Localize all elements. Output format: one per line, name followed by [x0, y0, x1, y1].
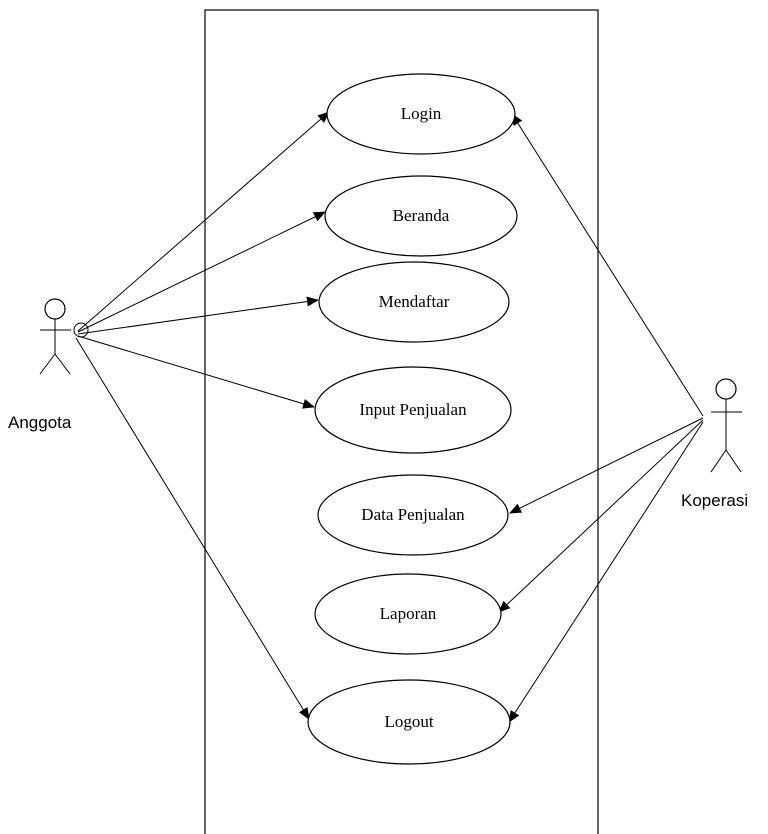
use-case-data-penjualan-label: Data Penjualan	[361, 505, 465, 524]
use-case-mendaftar-label: Mendaftar	[379, 292, 450, 311]
koperasi-login-arrow	[511, 113, 704, 417]
anggota-mendaftar-arrow	[77, 296, 319, 335]
actor-koperasi-right-leg	[725, 449, 742, 473]
use-case-input-penjualan-ellipse	[314, 366, 512, 454]
actor-anggota-right-leg	[54, 353, 71, 375]
use-case-input-penjualan-label: Input Penjualan	[359, 400, 467, 419]
actor-anggota-label: Anggota	[8, 413, 72, 432]
use-case-laporan-ellipse	[314, 573, 502, 655]
use-case-login-label: Login	[401, 104, 442, 123]
system-boundary	[204, 9, 599, 834]
use-case-logout-label: Logout	[384, 712, 433, 731]
use-case-mendaftar-ellipse	[318, 261, 510, 343]
koperasi-data-penjualan-arrow	[509, 417, 704, 514]
actor-koperasi-head	[715, 378, 737, 400]
anggota-input-penjualan-arrow	[77, 335, 315, 409]
actor-koperasi: Koperasi	[681, 378, 748, 510]
use-case-data-penjualan: Data Penjualan	[317, 474, 509, 556]
koperasi-logout-arrow	[508, 421, 704, 723]
use-case-data-penjualan-ellipse	[317, 474, 509, 556]
anggota-login-arrow	[77, 111, 330, 332]
use-case-login-ellipse	[326, 73, 516, 155]
use-case-laporan-label: Laporan	[380, 604, 437, 623]
use-case-login: Login	[326, 73, 516, 155]
use-case-input-penjualan: Input Penjualan	[314, 366, 512, 454]
use-case-logout: Logout	[307, 679, 511, 765]
use-case-beranda: Beranda	[324, 175, 518, 257]
use-case-mendaftar: Mendaftar	[318, 261, 510, 343]
use-case-logout-ellipse	[307, 679, 511, 765]
actor-anggota: Anggota	[8, 298, 89, 432]
use-case-laporan: Laporan	[314, 573, 502, 655]
anggota-beranda-arrow	[77, 211, 326, 333]
actor-anggota-left-leg	[39, 353, 56, 375]
actor-koperasi-left-leg	[710, 449, 727, 473]
use-case-beranda-label: Beranda	[393, 206, 450, 225]
koperasi-laporan-arrow	[498, 419, 704, 613]
actor-koperasi-label: Koperasi	[681, 491, 748, 510]
actor-anggota-head	[44, 298, 66, 320]
use-case-beranda-ellipse	[324, 175, 518, 257]
anggota-logout-arrow	[75, 337, 310, 720]
